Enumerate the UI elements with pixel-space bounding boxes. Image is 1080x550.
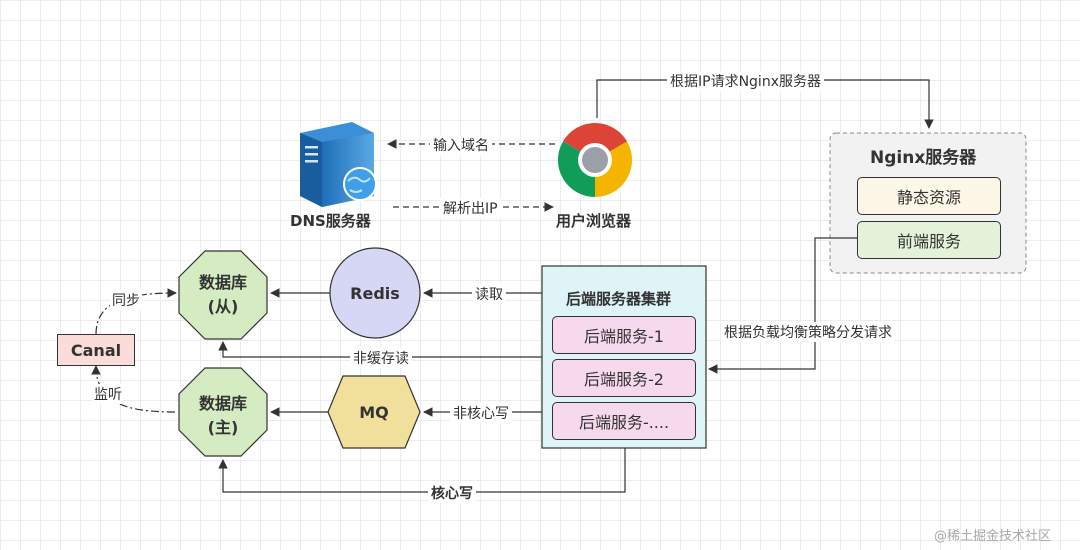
edge-label-load-balance: 根据负载均衡策略分发请求 (721, 322, 895, 342)
db-master-shape (178, 367, 268, 457)
browser-label: 用户浏览器 (556, 212, 632, 230)
watermark: @稀土掘金技术社区 (934, 529, 1052, 544)
edge-label-sync: 同步 (110, 290, 142, 310)
edge-label-core-write: 核心写 (428, 483, 476, 503)
edge-non-cache-read (218, 341, 542, 358)
chrome-icon (558, 123, 632, 197)
edge-label-listen: 监听 (92, 384, 124, 404)
static-resources-box[interactable]: 静态资源 (857, 177, 1001, 215)
dns-server-label: DNS服务器 (290, 212, 371, 230)
edge-label-request-nginx: 根据IP请求Nginx服务器 (667, 71, 824, 91)
frontend-service-box[interactable]: 前端服务 (857, 221, 1001, 259)
edge-load-balance (708, 237, 857, 374)
db-slave-line2: (从) (207, 297, 239, 316)
redis-label[interactable]: Redis (350, 283, 400, 303)
db-slave-shape (178, 250, 268, 340)
edge-listen (91, 365, 177, 413)
backend-cluster-title: 后端服务器集群 (566, 290, 672, 308)
edge-label-non-core-write: 非核心写 (450, 403, 512, 423)
backend-service-1[interactable]: 后端服务-1 (552, 316, 696, 354)
mq-label[interactable]: MQ (359, 402, 389, 422)
backend-service-more[interactable]: 后端服务-.... (552, 402, 696, 440)
backend-service-2[interactable]: 后端服务-2 (552, 359, 696, 397)
db-slave-line1: 数据库 (198, 273, 247, 292)
canal-box[interactable]: Canal (57, 334, 135, 366)
edge-label-resolve-ip: 解析出IP (440, 198, 501, 218)
server-globe-icon (300, 122, 377, 207)
db-master-line2: (主) (207, 418, 239, 437)
db-master-line1: 数据库 (198, 394, 247, 413)
nginx-title: Nginx服务器 (870, 148, 977, 168)
edge-label-read: 读取 (472, 284, 506, 304)
edge-label-non-cache-read: 非缓存读 (350, 348, 412, 368)
edge-label-input-domain: 输入域名 (430, 135, 492, 155)
edge-core-write (218, 448, 626, 493)
